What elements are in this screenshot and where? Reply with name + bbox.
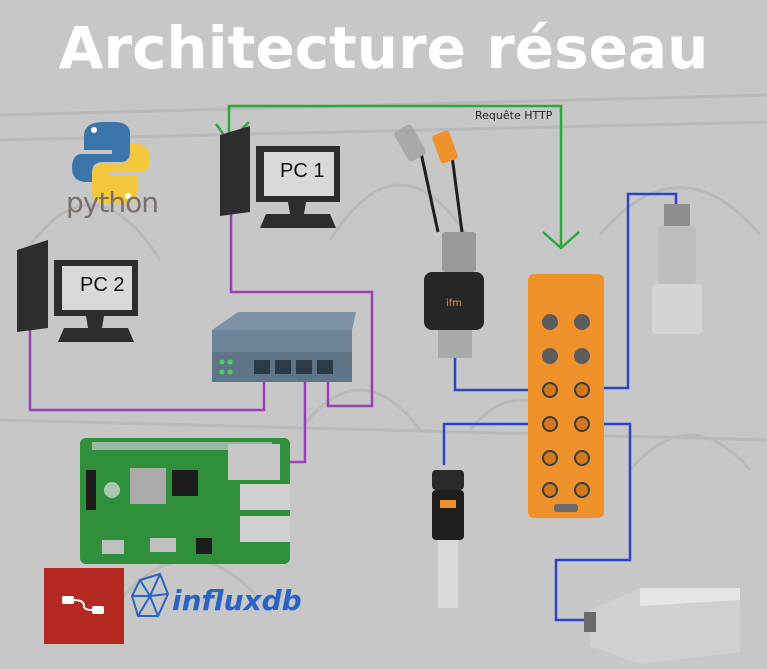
influxdb-logo (130, 572, 170, 617)
http-request-label: Requête HTTP (475, 109, 553, 122)
link-module-vibration (596, 192, 678, 390)
pc2-label: PC 2 (80, 274, 125, 296)
link-module-flow (442, 422, 543, 465)
link-pc2-switch (28, 312, 266, 412)
inductive-sensor: ifm (394, 124, 484, 358)
io-link-master-module (528, 274, 604, 518)
page-title: Architecture réseau (58, 14, 709, 82)
svg-text:ifm: ifm (446, 298, 462, 309)
gateway-device (584, 588, 740, 664)
python-label: python (66, 186, 159, 219)
pc1-computer-icon (220, 126, 340, 228)
flow-sensor (432, 470, 464, 608)
pc1-label: PC 1 (280, 160, 325, 182)
influxdb-label: influxdb (172, 584, 302, 617)
nodered-logo (44, 568, 124, 644)
python-logo (72, 122, 150, 204)
sensor-links (442, 192, 678, 622)
vibration-sensor (652, 204, 702, 334)
nodered-label: Node-RED (46, 624, 122, 639)
link-module-gateway (554, 422, 632, 622)
ethernet-links (28, 200, 374, 464)
network-switch (212, 312, 356, 382)
raspberry-pi-board (80, 438, 290, 564)
link-pc1-switch (229, 200, 374, 408)
pc2-computer-icon (17, 240, 138, 342)
link-switch-raspberry (284, 370, 307, 464)
